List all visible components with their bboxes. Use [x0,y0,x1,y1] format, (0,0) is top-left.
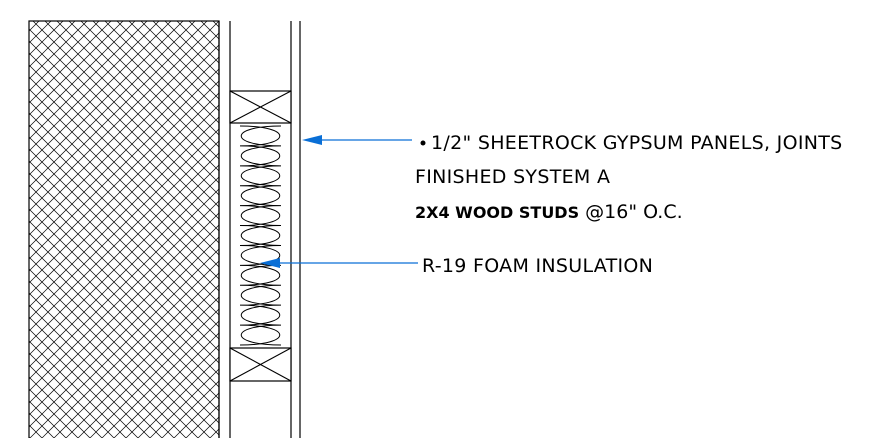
arrowhead-icon [260,258,280,268]
note-insulation: R-19 FOAM INSULATION [422,255,653,277]
masonry-wall-hatch [28,20,220,438]
dot-icon [420,140,426,146]
wood-stud-bottom [229,347,292,382]
insulation-loop-path [239,125,282,346]
leader-sheetrock [302,135,412,145]
insulation-batt-symbol [239,125,282,346]
note-sheetrock-line2: FINISHED SYSTEM A [415,166,610,188]
arrowhead-icon [302,135,322,145]
note-studs: 2X4 WOOD STUDS @16" O.C. [415,201,683,223]
note-studs-spacing: @16" O.C. [579,201,683,223]
leader-insulation [260,258,418,268]
note-studs-label: 2X4 WOOD STUDS [415,203,579,222]
note-sheetrock-line1: 1/2" SHEETROCK GYPSUM PANELS, JOINTS [431,132,843,154]
wood-stud-top [229,90,292,124]
